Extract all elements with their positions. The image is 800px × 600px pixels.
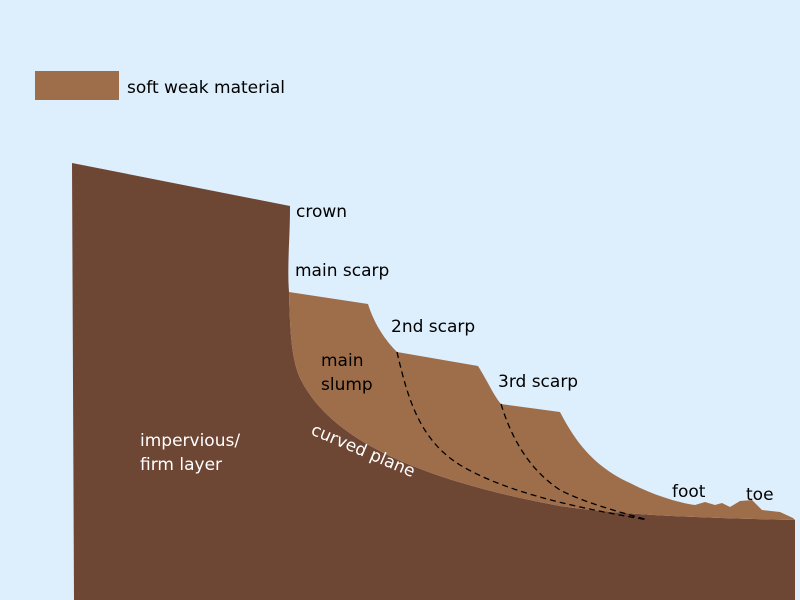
label-second-scarp: 2nd scarp: [391, 317, 475, 337]
label-foot: foot: [672, 482, 706, 502]
label-main-slump-2: slump: [321, 375, 373, 395]
label-crown: crown: [296, 202, 347, 222]
label-third-scarp: 3rd scarp: [498, 372, 578, 392]
label-main-scarp: main scarp: [295, 261, 389, 281]
label-firm-layer-2: firm layer: [140, 455, 222, 475]
legend-swatch: [35, 71, 119, 100]
third-slip-surface: [500, 403, 649, 521]
firm-layer: [72, 163, 795, 600]
label-firm-layer-1: impervious/: [140, 431, 240, 451]
slump-material: [289, 292, 795, 520]
label-toe: toe: [746, 485, 774, 505]
label-main-slump-1: main: [321, 351, 363, 371]
legend-label: soft weak material: [127, 78, 285, 98]
